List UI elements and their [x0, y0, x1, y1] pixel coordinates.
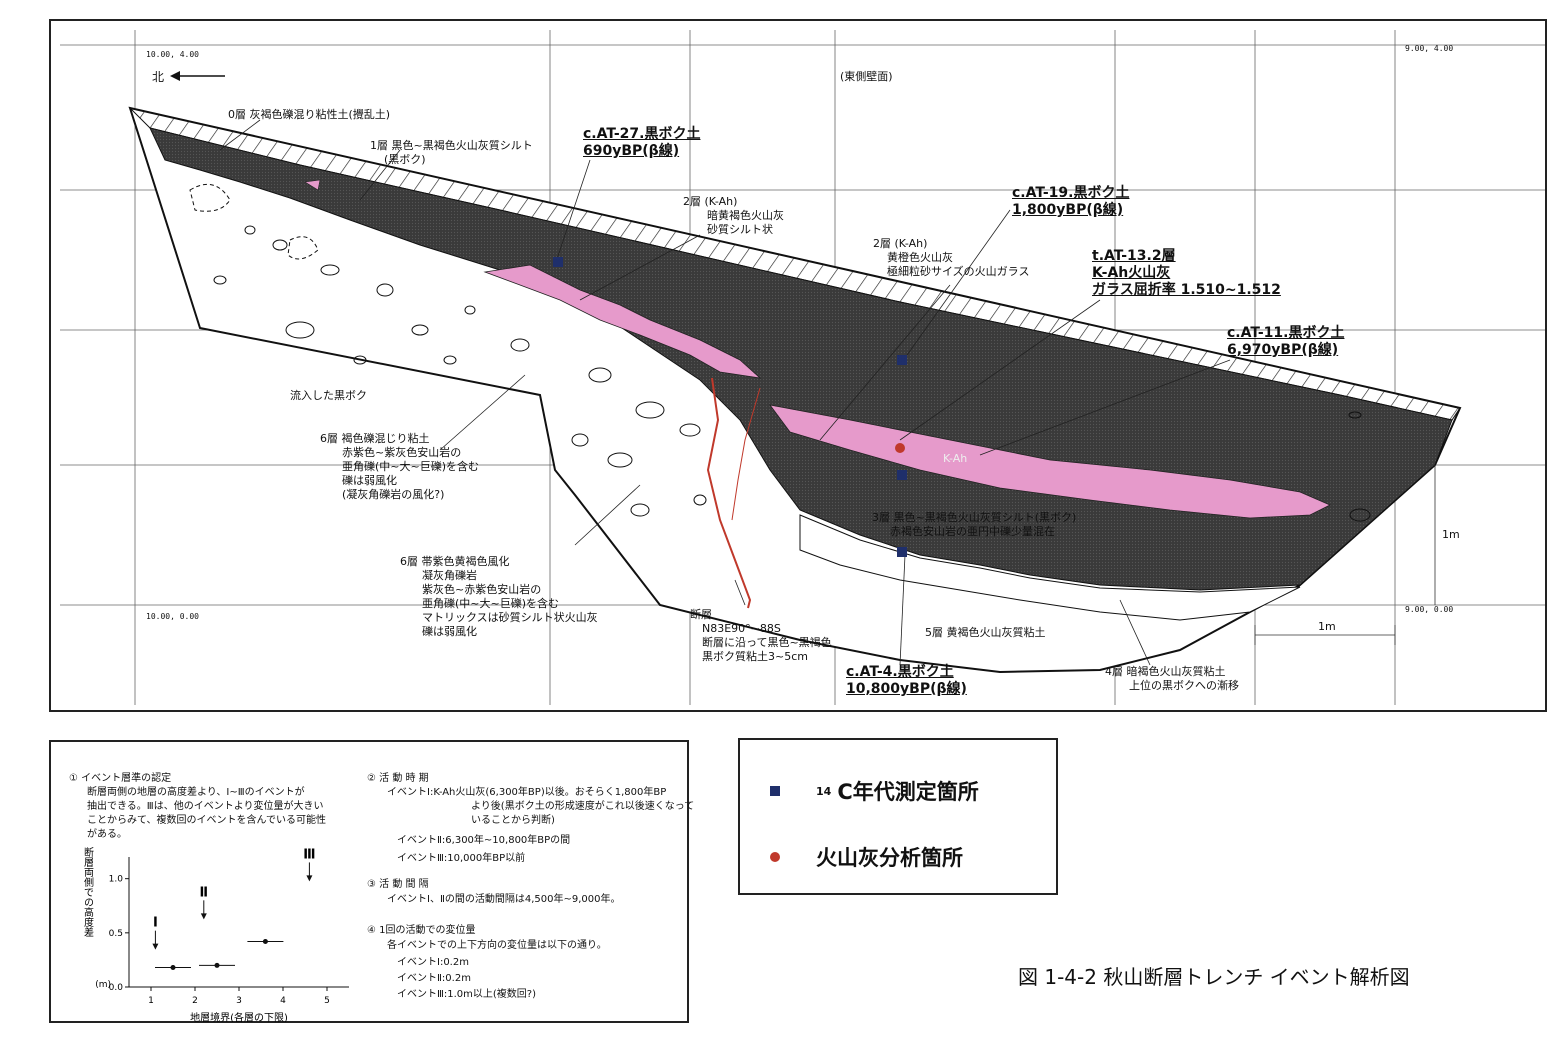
coord-top-left: 10.00, 4.00 [146, 50, 199, 59]
y-tick-label: 0.5 [109, 929, 123, 939]
data-point [170, 965, 176, 970]
notes-s4-line: イベントⅢ:1.0m以上(複数回?) [397, 989, 537, 1000]
y-tick-label: 1.0 [109, 875, 124, 885]
notes-s1-title: ① イベント層準の認定 [69, 773, 172, 784]
x-tick-label: 5 [324, 996, 330, 1006]
notes-s4-line: イベントⅠ:0.2m [397, 957, 469, 968]
x-axis-label: 地層境界(各層の下限) [190, 1011, 288, 1022]
layer-5-label: 5層 黄褐色火山灰質粘土 [925, 626, 1046, 639]
fault-line [706, 377, 752, 609]
legend-c14-label: C年代測定箇所 [837, 780, 979, 804]
notes-s4-line: イベントⅡ:0.2m [397, 973, 471, 984]
notes-s1-line: ことからみて、複数回のイベントを含んでいる可能性 [87, 815, 326, 826]
scale-lines [1254, 465, 1436, 645]
ash-sample-point [895, 443, 905, 453]
scale-vertical: 1m [1442, 528, 1460, 541]
notes-s2-line: いることから判断) [471, 815, 555, 826]
notes-s4-line: 各イベントでの上下方向の変位量は以下の通り。 [387, 940, 607, 951]
notes-s2-line: イベントⅡ:6,300年~10,800年BPの間 [397, 835, 571, 846]
notes-s2-line: イベントⅠ:K-Ah火山灰(6,300年BP)以後。おそらく1,800年BP [387, 787, 667, 798]
notes-s2-title: ② 活 動 時 期 [367, 773, 429, 784]
notes-s2-line: イベントⅢ:10,000年BP以前 [397, 853, 526, 864]
kah-label: K-Ah [943, 452, 968, 465]
y-axis-label: 断層両側での高度差 [82, 846, 94, 937]
event-arrow-head [306, 875, 313, 882]
scale-horizontal: 1m [1318, 620, 1336, 633]
event-notes-box: ① イベント層準の認定 断層両側の地層の高度差より、Ⅰ~Ⅲのイベントが 抽出でき… [49, 740, 694, 1023]
legend-ash-label: 火山灰分析箇所 [816, 846, 963, 870]
coord-bottom-right: 9.00, 0.00 [1405, 605, 1454, 614]
coord-top-right: 9.00, 4.00 [1405, 44, 1454, 53]
notes-s1-line: 断層両側の地層の高度差より、Ⅰ~Ⅲのイベントが [87, 787, 305, 798]
layer-1-label: 1層 黒色~黒褐色火山灰質シルト(黒ボク) [370, 139, 533, 166]
layer-4-label: 4層 暗褐色火山灰質粘土上位の黒ボクへの漸移 [1105, 665, 1239, 692]
x-tick-label: 3 [236, 996, 242, 1006]
kah-band-upper [483, 264, 762, 379]
coord-bottom-left: 10.00, 0.00 [146, 612, 199, 621]
ash-circle-icon [770, 852, 780, 862]
legend-ash: 火山灰分析箇所 [770, 842, 963, 872]
c14-sample-points [553, 257, 907, 557]
event-arrow-head [152, 943, 159, 950]
figure-caption: 図 1-4-2 秋山断層トレンチ イベント解析図 [1018, 965, 1410, 989]
layer-4-5 [799, 514, 1301, 621]
notes-s3-title: ③ 活 動 間 隔 [367, 879, 429, 890]
leader-lines [219, 119, 1231, 666]
notes-s4-title: ④ 1回の活動での変位量 [367, 925, 476, 936]
x-tick-label: 1 [148, 996, 154, 1006]
notes-s1-line: がある。 [87, 829, 127, 840]
notes-s2-line: より後(黒ボク土の形成速度がこれ以後速くなって [471, 801, 695, 812]
event-label: Ⅲ [303, 847, 315, 862]
data-point [262, 939, 268, 944]
inflow-label: 流入した黒ボク [290, 389, 367, 402]
x-tick-label: 4 [280, 996, 286, 1006]
data-point [214, 962, 220, 968]
north-label: 北 [152, 70, 165, 84]
layer-6a-label: 6層 褐色礫混じり粘土赤紫色~紫灰色安山岩の亜角礫(中~大~巨礫)を含む礫は弱風… [320, 432, 480, 501]
legend-c14-sup: 14 [816, 784, 832, 798]
c14-square-icon [770, 786, 780, 796]
legend-c14: 14 C年代測定箇所 [770, 776, 979, 806]
layer-3-label: 3層 黒色~黒褐色火山灰質シルト(黒ボク)赤褐色安山岩の亜円中礫少量混在 [872, 511, 1077, 538]
displacement-chart: 0.0 0.5 1.0 1 2 3 4 5 (m) 地層境界(各層の下限) 断層両側での高度差 Ⅰ Ⅱ Ⅲ [82, 846, 349, 1022]
event-arrow-head [200, 913, 207, 920]
layer-2b-label: 2層 (K-Ah)黄橙色火山灰極細粒砂サイズの火山ガラス [873, 237, 1030, 278]
event-label: Ⅱ [200, 885, 209, 900]
x-tick-label: 2 [192, 996, 198, 1006]
notes-s1-line: 抽出できる。Ⅲは、他のイベントより変位量が大きい [87, 801, 324, 812]
legend-box: 14 C年代測定箇所 火山灰分析箇所 [738, 738, 1058, 895]
gravel-clasts [189, 183, 1371, 522]
layer-6b-label: 6層 帯紫色黄褐色風化凝灰角礫岩紫灰色~赤紫色安山岩の亜角礫(中~大~巨礫)を含… [400, 555, 598, 638]
north-arrow-icon [170, 71, 225, 81]
layer-2a-label: 2層 (K-Ah)暗黄褐色火山灰砂質シルト状 [683, 195, 784, 236]
layer-0-label: 0層 灰褐色礫混り粘性土(攪乱土) [228, 108, 391, 121]
event-label: Ⅰ [153, 916, 158, 931]
y-tick-label: 0.0 [109, 983, 124, 993]
wall-label: (東側壁面) [840, 70, 893, 83]
y-unit-label: (m) [95, 980, 111, 990]
cross-section-frame [49, 19, 1547, 712]
notes-s3-line: イベントⅠ、Ⅱの間の活動間隔は4,500年~9,000年。 [387, 894, 621, 905]
